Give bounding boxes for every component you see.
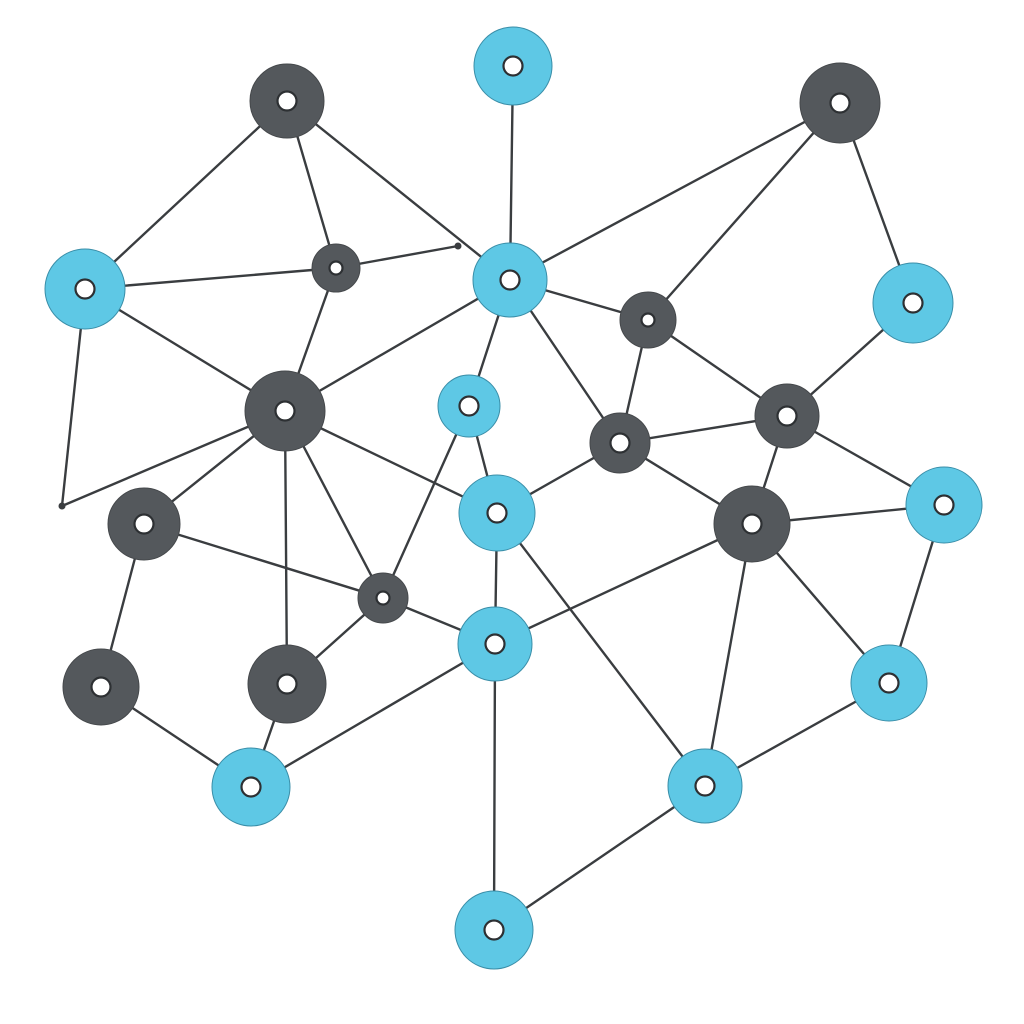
node-center-hole <box>240 776 262 798</box>
edge-n18-n22 <box>249 642 497 789</box>
graph-node-dark[interactable] <box>619 291 677 349</box>
node-center-hole <box>483 919 505 941</box>
node-center-hole <box>609 432 631 454</box>
graph-node-light[interactable] <box>472 242 548 318</box>
node-center-hole <box>276 673 298 695</box>
edge-n13-n17 <box>142 522 385 600</box>
graph-node-light[interactable] <box>458 474 536 552</box>
edge-n1-n4 <box>83 99 289 291</box>
node-center-hole <box>328 260 344 276</box>
node-center-hole <box>484 633 506 655</box>
edge-n9-n20 <box>283 409 289 686</box>
node-center-hole <box>499 269 521 291</box>
node-center-hole <box>276 90 298 112</box>
edge-n6-n9 <box>283 278 512 413</box>
graph-node-light[interactable] <box>850 644 928 722</box>
graph-node-light[interactable] <box>454 890 534 970</box>
node-center-hole <box>274 400 296 422</box>
node-center-hole <box>640 312 656 328</box>
node-center-hole <box>502 55 524 77</box>
edge-n23-n24 <box>492 784 707 932</box>
node-center-hole <box>375 590 391 606</box>
edge-endpoint-dot <box>58 502 66 510</box>
graph-node-dark[interactable] <box>107 487 181 561</box>
node-center-hole <box>878 672 900 694</box>
edge-n15-n23 <box>703 522 754 788</box>
graph-node-dark[interactable] <box>799 62 881 144</box>
edge-n18-n24 <box>492 642 497 932</box>
node-center-hole <box>458 395 480 417</box>
node-center-hole <box>829 92 851 114</box>
edge-n3-n7 <box>646 101 842 322</box>
edge-n14-n23 <box>495 511 707 788</box>
graph-node-dark[interactable] <box>589 412 651 474</box>
edge-n15-n18 <box>493 522 754 646</box>
node-center-hole <box>74 278 96 300</box>
graph-node-light[interactable] <box>437 374 501 438</box>
edge-n1-n6 <box>285 99 512 282</box>
graph-node-light[interactable] <box>667 748 743 824</box>
edge-n3-n6 <box>508 101 842 282</box>
graph-node-dark[interactable] <box>244 370 326 452</box>
graph-node-light[interactable] <box>44 248 126 330</box>
node-center-hole <box>776 405 798 427</box>
node-center-hole <box>486 502 508 524</box>
graph-node-light[interactable] <box>211 747 291 827</box>
graph-node-light[interactable] <box>473 26 553 106</box>
graph-node-dark[interactable] <box>713 485 791 563</box>
edge-n10-n17 <box>381 404 471 600</box>
node-center-hole <box>933 494 955 516</box>
graph-node-dark[interactable] <box>62 648 140 726</box>
node-center-hole <box>694 775 716 797</box>
node-center-hole <box>741 513 763 535</box>
node-center-hole <box>133 513 155 535</box>
graph-node-dark[interactable] <box>357 572 409 624</box>
graph-node-dark[interactable] <box>249 63 325 139</box>
node-center-hole <box>902 292 924 314</box>
node-center-hole <box>90 676 112 698</box>
graph-node-dark[interactable] <box>311 243 361 293</box>
graph-node-dark[interactable] <box>247 644 327 724</box>
graph-node-light[interactable] <box>457 606 533 682</box>
graph-node-light[interactable] <box>905 466 983 544</box>
graph-node-light[interactable] <box>872 262 954 344</box>
edge-endpoint-dot <box>454 242 462 250</box>
edge-n4-n5 <box>83 266 338 291</box>
graph-node-dark[interactable] <box>754 383 820 449</box>
nodes-layer <box>44 26 983 970</box>
